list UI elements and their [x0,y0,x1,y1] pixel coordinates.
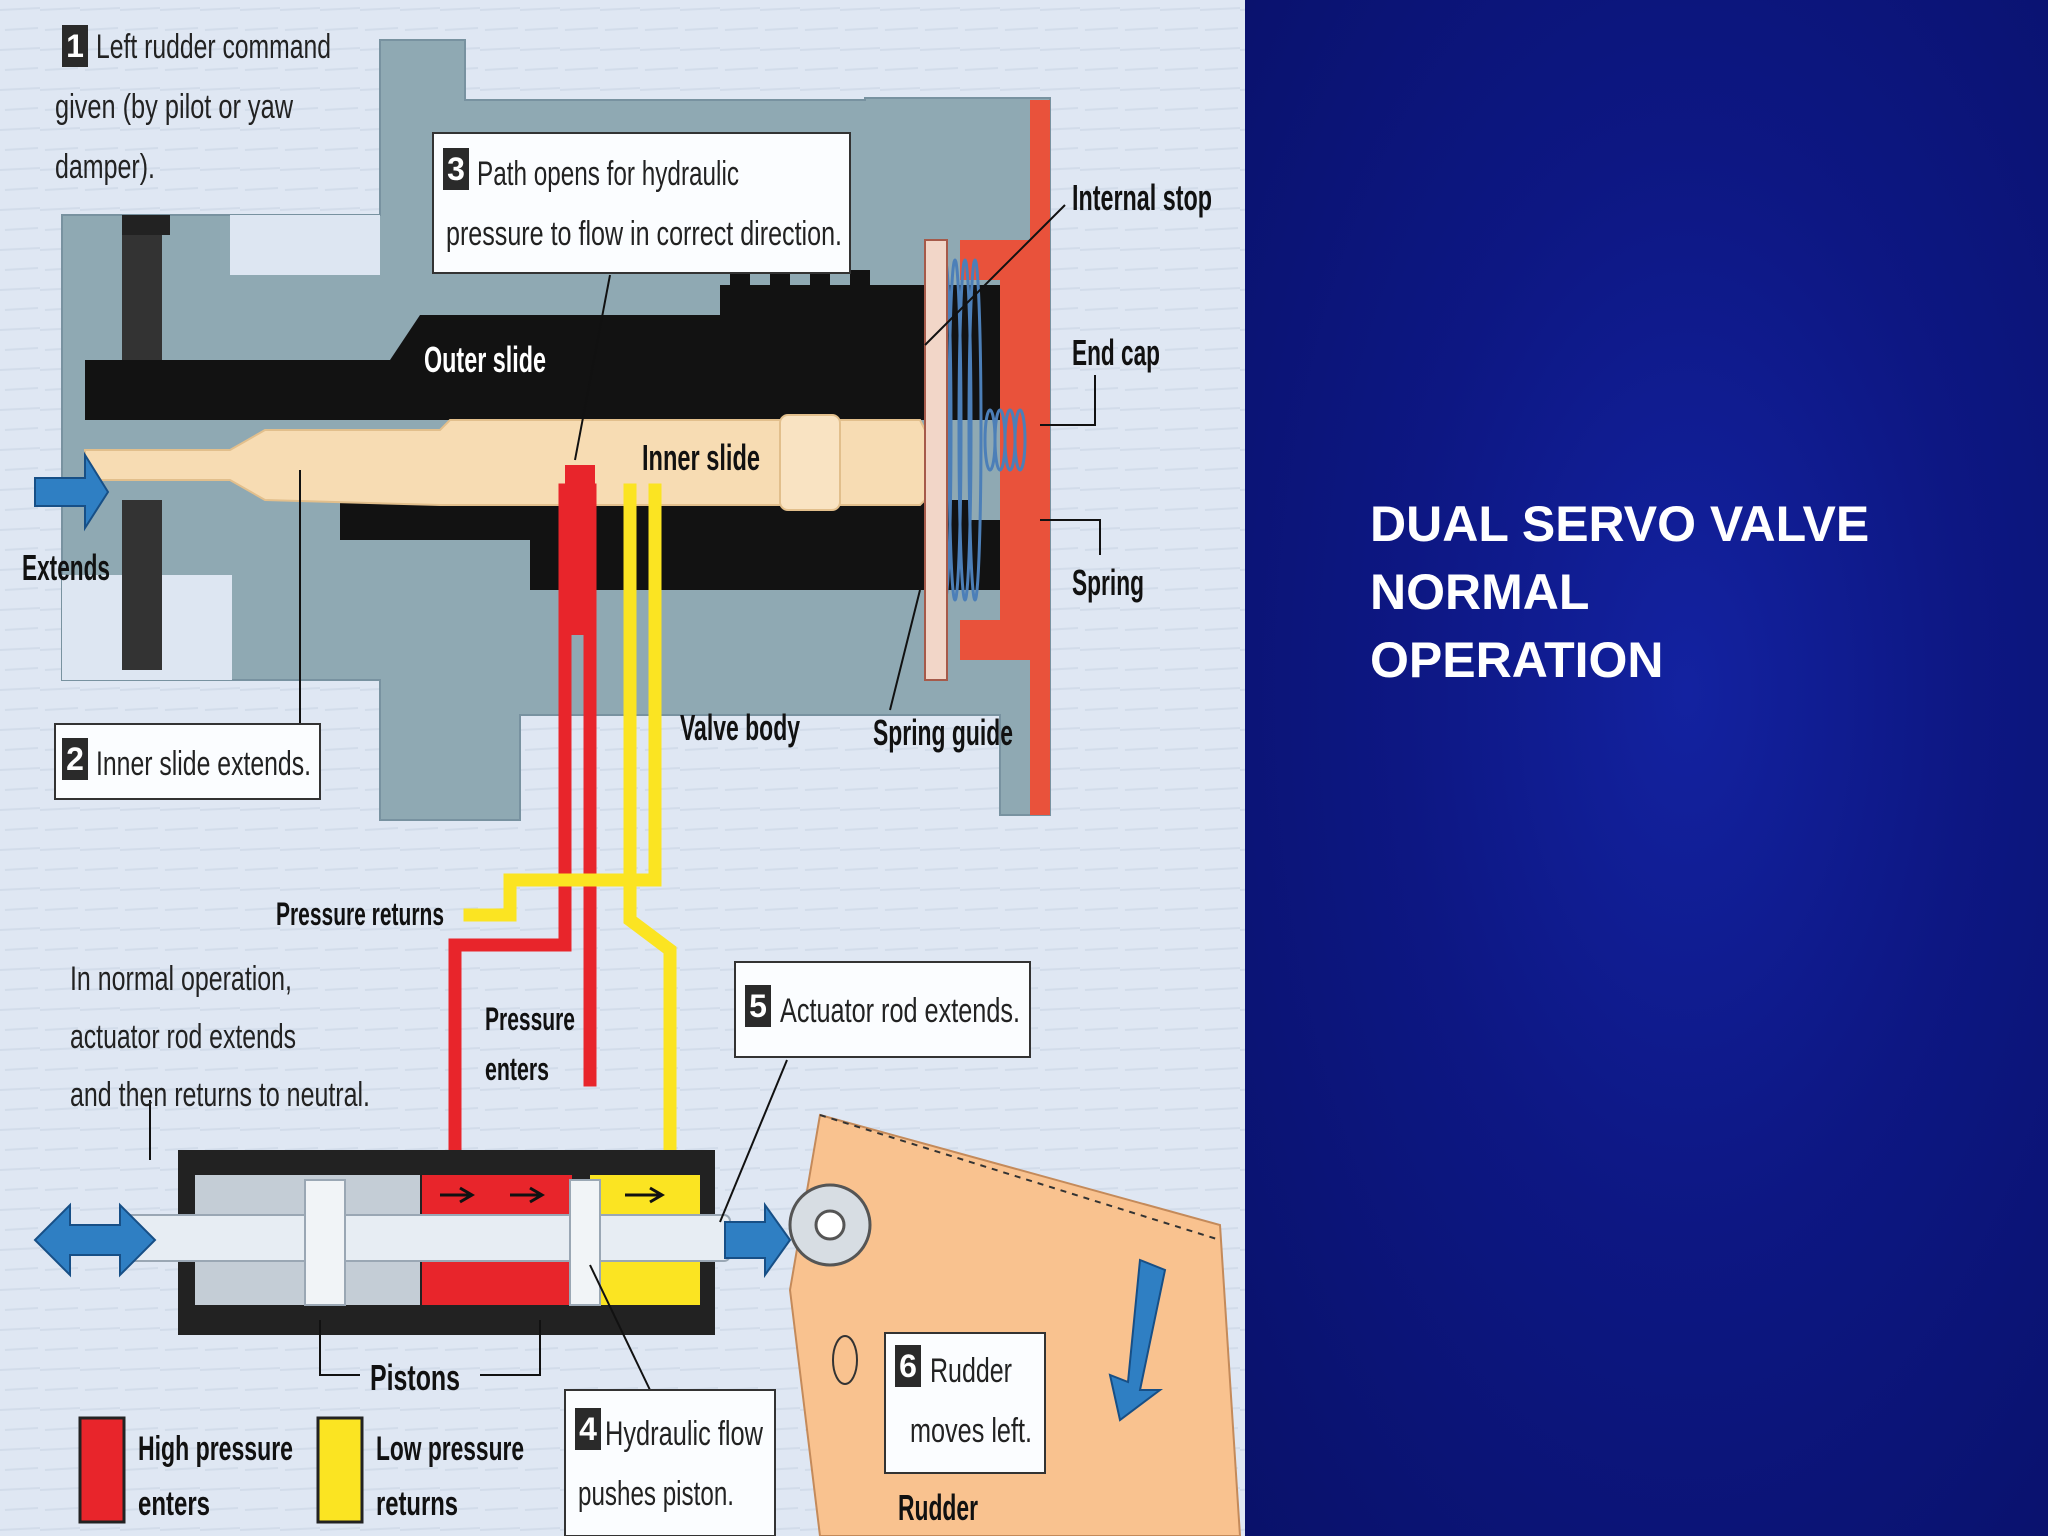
callout-1-number: 1 [66,28,84,64]
callout-1-line-1: Left rudder command [96,28,331,66]
arrow-right-icon [34,451,110,532]
label-internal-stop: Internal stop [1072,177,1212,218]
leader-lines [149,204,1101,1391]
low-pressure-lines [463,483,677,1182]
double-arrow-icon [33,1202,157,1278]
callout-6-number: 6 [899,1348,917,1384]
callout-2 [54,723,321,800]
spring-guide [924,239,948,681]
callout-1-line-2: given (by pilot or yaw [55,88,293,126]
actuator-cylinder [119,1150,731,1335]
label-inner-slide: Inner slide [642,437,760,478]
label-valve-body: Valve body [680,707,800,748]
callout-6-line-2: moves left. [910,1412,1032,1450]
legend-swatch-high [78,1416,126,1524]
number-badges [62,25,921,1450]
normal-operation-note-line-2: actuator rod extends [70,1018,296,1056]
normal-operation-note-line-3: and then returns to neutral. [70,1076,370,1114]
label-end-cap: End cap [1072,332,1160,373]
callout-4-line-2: pushes piston. [578,1475,734,1513]
label-pressure-enters-line-1: Pressure [485,1001,575,1037]
legend: High pressure enters Low pressure return… [78,1416,524,1524]
slide-title: DUAL SERVO VALVE NORMAL OPERATION [1370,490,2010,694]
arrow-right-icon [724,1201,792,1279]
label-spring: Spring [1072,562,1144,603]
arrow-down-icon [1108,1258,1167,1422]
end-cap [1030,100,1050,815]
normal-operation-note-line-1: In normal operation, [70,960,292,998]
callout-3-line-2: pressure to flow in correct direction. [446,215,842,253]
callout-5 [734,961,1031,1058]
label-pistons: Pistons [370,1357,460,1398]
callout-6-line-1: Rudder [930,1352,1012,1390]
callout-3-line-1: Path opens for hydraulic [477,155,739,193]
callout-3 [432,132,851,274]
label-rudder: Rudder [898,1487,978,1528]
callout-5-number: 5 [749,988,767,1024]
legend-low-line-2: returns [376,1485,458,1523]
slide-title-line-3: OPERATION [1370,632,1664,688]
callout-4-number: 4 [579,1411,597,1447]
legend-swatch-low [316,1416,364,1524]
callout-5-line-1: Actuator rod extends. [780,992,1020,1030]
legend-high-line-2: enters [138,1485,210,1523]
label-pressure-returns: Pressure returns [276,896,444,932]
legend-high-line-1: High pressure [138,1430,293,1468]
callout-4-line-1: Hydraulic flow [605,1415,763,1453]
outer-slide [85,270,1000,590]
legend-low-line-1: Low pressure [376,1430,524,1468]
label-outer-slide: Outer slide [424,339,546,380]
callout-3-number: 3 [447,151,465,187]
high-pressure-lines [448,465,597,1182]
callout-1-line-3: damper). [55,148,155,186]
servo-valve-diagram: 1 3 2 5 4 6 Left rudder command given (b… [0,0,1245,1536]
slide-title-line-1: DUAL SERVO VALVE [1370,496,1870,552]
label-pressure-enters-line-2: enters [485,1051,549,1087]
callout-2-number: 2 [66,741,84,777]
slide-title-line-2: NORMAL [1370,564,1590,620]
callout-2-line-1: Inner slide extends. [96,745,311,783]
label-spring-guide: Spring guide [873,712,1013,753]
label-extends: Extends [22,547,110,588]
title-panel: DUAL SERVO VALVE NORMAL OPERATION [1245,0,2048,1536]
